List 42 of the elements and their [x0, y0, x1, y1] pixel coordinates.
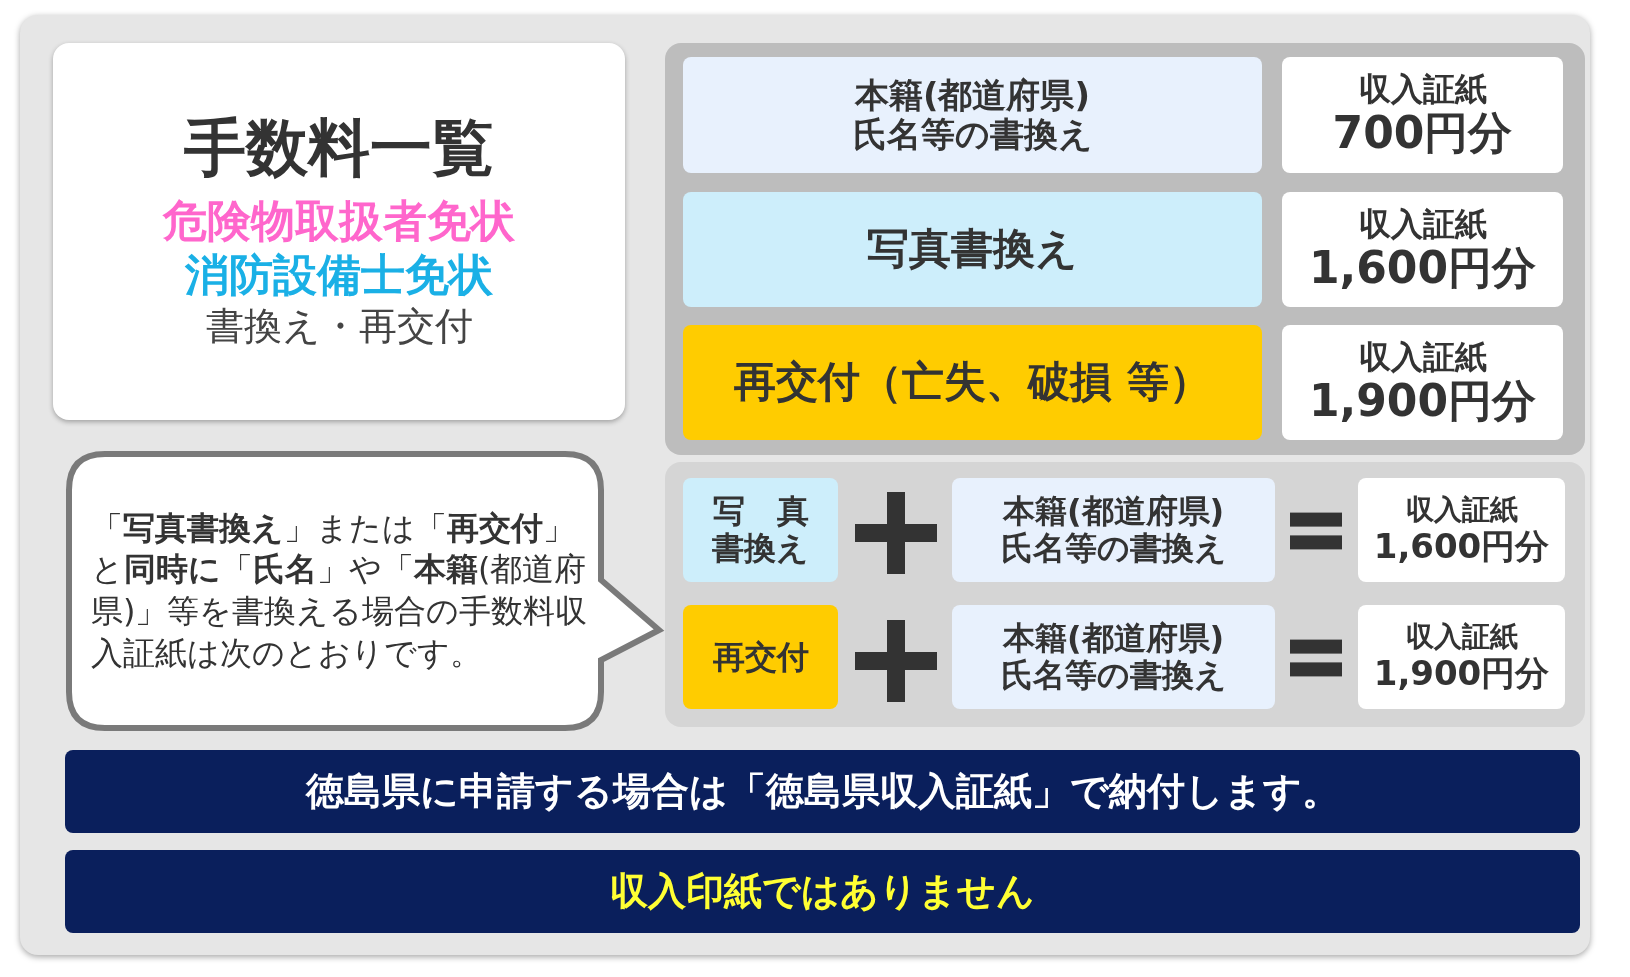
- stamp-label: 収入証紙: [1405, 494, 1518, 527]
- stamp-label: 収入証紙: [1358, 71, 1487, 109]
- fee-panel: [665, 43, 1585, 455]
- fee-item-box: [683, 605, 838, 709]
- notice-text: 徳島県に申請する場合は「徳島県収入証紙」で納付します。: [305, 769, 1340, 814]
- fee-item-label: 再交付（亡失、破損 等）: [734, 358, 1211, 407]
- price-amount: 1,900円分: [1308, 375, 1537, 427]
- fee-item-box: [683, 478, 838, 582]
- price-amount: 1,600円分: [1308, 242, 1537, 294]
- fee-item-label: 写真書換え: [867, 225, 1078, 274]
- fee-item-label: 再交付: [712, 638, 809, 676]
- price-box: [1358, 478, 1565, 582]
- fee-item-box: [683, 192, 1262, 307]
- title-heading: 手数料一覧: [184, 112, 494, 184]
- stamp-label: 収入証紙: [1358, 338, 1487, 376]
- title-card: [53, 43, 625, 420]
- license-name: 危険物取扱者免状: [163, 195, 515, 247]
- fee-item-box: [683, 57, 1262, 173]
- notice-banner: [65, 750, 1580, 833]
- fee-item-label: 写 真書換え: [711, 493, 810, 567]
- price-amount: 700円分: [1332, 108, 1513, 159]
- fee-item-label: 本籍(都道府県)氏名等の書換え: [999, 493, 1228, 567]
- fee-item-box: [683, 325, 1262, 440]
- stamp-label: 収入証紙: [1405, 621, 1518, 654]
- price-box: [1282, 325, 1563, 440]
- license-name: 消防設備士免状: [185, 250, 493, 301]
- fee-item-box: [952, 605, 1275, 709]
- notice-banner: [65, 850, 1580, 933]
- fee-item-label: 本籍(都道府県)氏名等の書換え: [851, 75, 1094, 155]
- stamp-label: 収入証紙: [1358, 205, 1487, 243]
- speech-bubble: [65, 450, 665, 732]
- callout-text: 「写真書換え」または「再交付」と同時に「氏名」や「本籍(都道府県)」等を書換える場合の手数料収入証紙は次のとおりです。: [91, 507, 589, 674]
- fee-item-label: 本籍(都道府県)氏名等の書換え: [999, 620, 1228, 694]
- fee-item-box: [952, 478, 1275, 582]
- price-box: [1358, 605, 1565, 709]
- subtitle: 書換え・再交付: [205, 304, 473, 349]
- price-amount: 1,600円分: [1373, 526, 1550, 566]
- price-box: [1282, 192, 1563, 307]
- price-box: [1282, 57, 1563, 173]
- notice-text: 収入印紙ではありません: [610, 869, 1035, 914]
- fee-panel: [665, 462, 1585, 727]
- price-amount: 1,900円分: [1373, 653, 1550, 693]
